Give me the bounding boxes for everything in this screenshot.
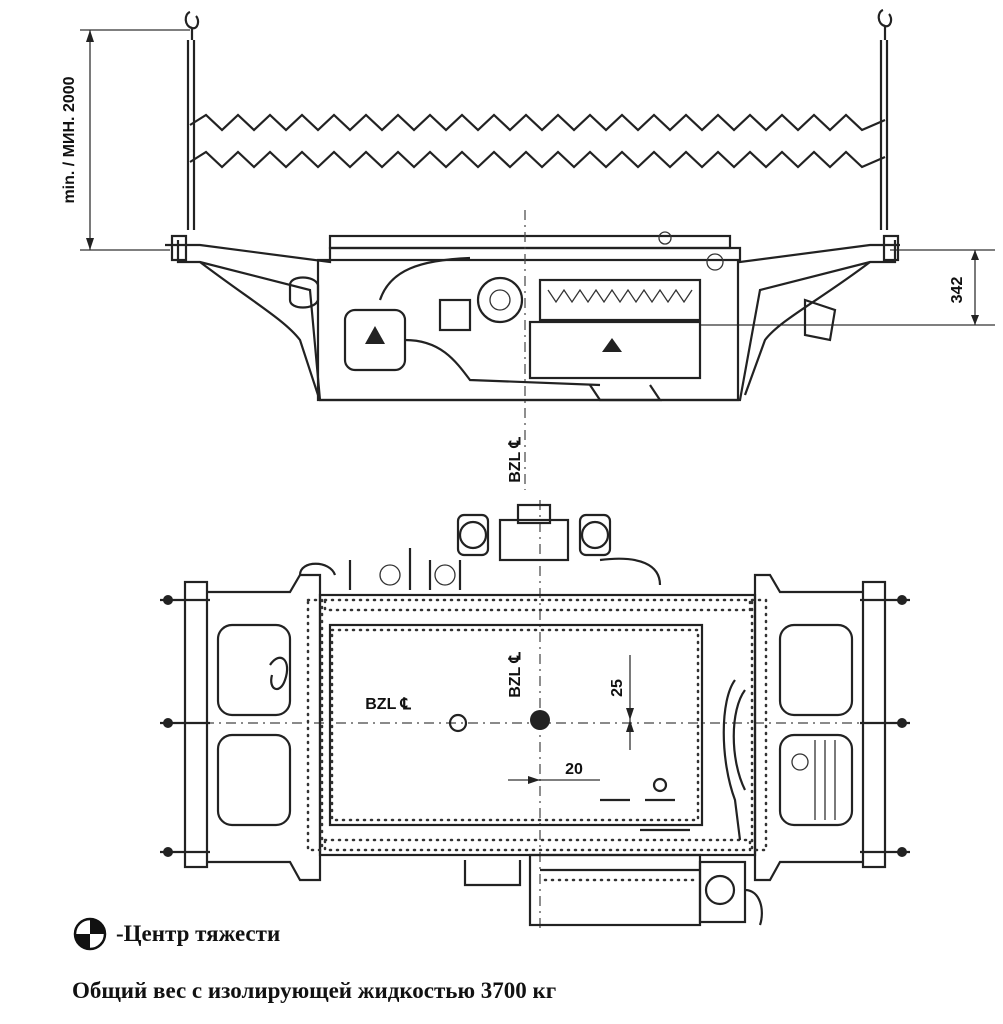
gravity-markers — [448, 710, 550, 733]
offset-20-label: 20 — [565, 761, 583, 778]
legend-label: -Центр тяжести — [116, 921, 281, 946]
offset-25-label: 25 — [609, 679, 626, 697]
offset-20-dimension: 20 — [508, 761, 600, 784]
legend: -Центр тяжести — [72, 916, 280, 952]
side-view-centerline-label: BZL ℄ — [507, 437, 524, 483]
left-rope — [184, 10, 200, 230]
center-of-gravity-marker — [530, 710, 550, 730]
bottom-components — [463, 853, 763, 927]
transformer-body — [288, 231, 740, 402]
center-of-gravity-icon — [73, 917, 107, 951]
side-view: min. / МИН. 2000 342 — [61, 8, 995, 490]
right-rope — [877, 8, 893, 230]
bzl-center-marker — [448, 713, 468, 733]
top-view-vertical-centerline-label: BZL ℄ — [507, 652, 524, 698]
offset-25-dimension: 25 — [609, 655, 634, 750]
top-view-horizontal-centerline-label: BZL ℄ — [365, 696, 411, 713]
break-line-lower — [189, 150, 886, 169]
min-height-label: min. / МИН. 2000 — [61, 76, 78, 203]
offset-342-label: 342 — [949, 277, 966, 304]
right-end-frame — [753, 573, 910, 882]
offset-342-dimension: 342 — [700, 249, 995, 326]
min-height-dimension: min. / МИН. 2000 — [61, 29, 190, 251]
top-view: BZL ℄ BZL ℄ 25 20 — [160, 500, 910, 930]
left-end-frame — [160, 573, 322, 882]
break-line-upper — [189, 113, 886, 132]
top-bushings — [298, 503, 662, 590]
main-tank — [306, 593, 768, 857]
total-weight-note: Общий вес с изолирующей жидкостью 3700 к… — [72, 978, 557, 1003]
